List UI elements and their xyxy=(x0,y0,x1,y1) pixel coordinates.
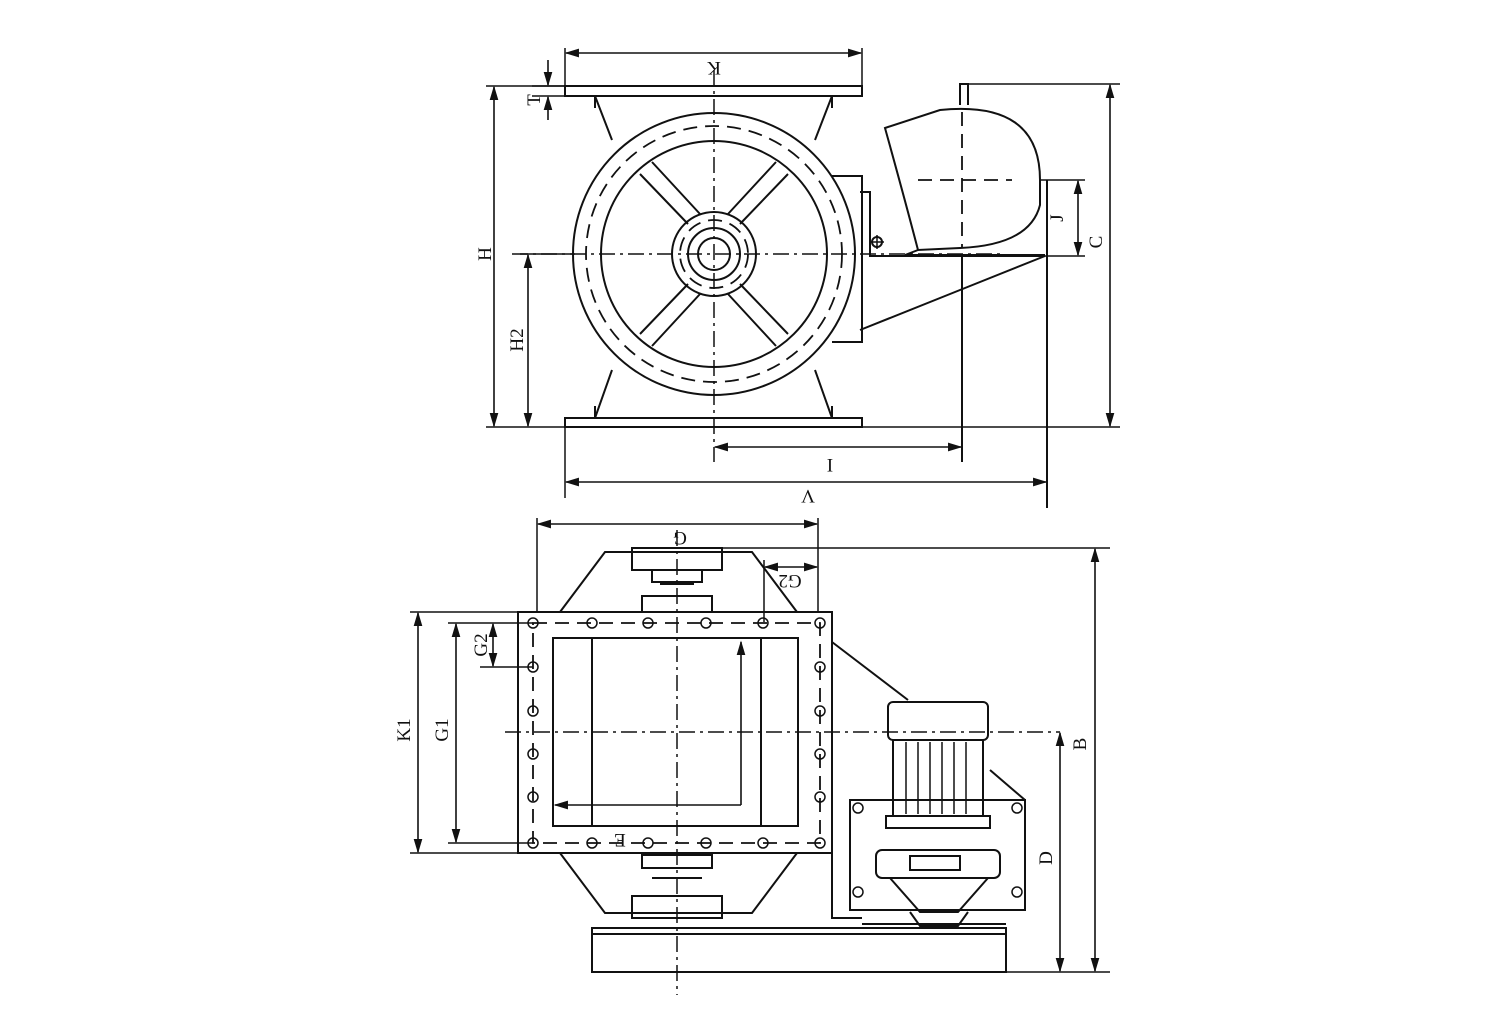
dim-label-V: V xyxy=(801,485,815,506)
dim-label-G2-top: G2 xyxy=(778,570,801,591)
dim-label-E: E xyxy=(614,829,626,850)
dim-label-B: B xyxy=(1070,738,1091,751)
motor-hood xyxy=(883,107,1041,252)
rotor-spokes xyxy=(639,161,789,347)
dim-label-D: D xyxy=(1036,851,1057,865)
dim-label-I: I xyxy=(827,454,833,475)
dim-label-T: T xyxy=(524,94,545,106)
dim-label-J: J xyxy=(1047,214,1068,221)
dim-label-H: H xyxy=(475,247,496,261)
dim-label-C: C xyxy=(1086,236,1107,249)
motor-body xyxy=(887,701,989,741)
dim-label-K: K xyxy=(707,57,721,78)
drive-mount-plate xyxy=(849,799,1026,911)
drive-support-arm xyxy=(831,641,909,919)
plan-view: G G2 B D K1 G1 G2 E xyxy=(394,518,1110,995)
gearbox xyxy=(875,849,1001,879)
flange-bolts xyxy=(527,617,826,849)
lower-bearing-housing xyxy=(559,852,798,914)
upper-bearing-housing xyxy=(559,551,798,613)
dim-label-H2: H2 xyxy=(507,328,528,351)
front-view: K T H H2 J C I V xyxy=(475,48,1120,508)
housing-outline xyxy=(594,95,833,419)
base-plate xyxy=(591,927,1007,973)
dim-label-G2-left: G2 xyxy=(471,633,492,656)
dim-label-K1: K1 xyxy=(394,718,415,741)
dim-label-G1: G1 xyxy=(432,718,453,741)
dim-label-G: G xyxy=(673,527,687,548)
motor-bracket-top xyxy=(959,83,969,105)
side-bracket xyxy=(832,175,1046,343)
